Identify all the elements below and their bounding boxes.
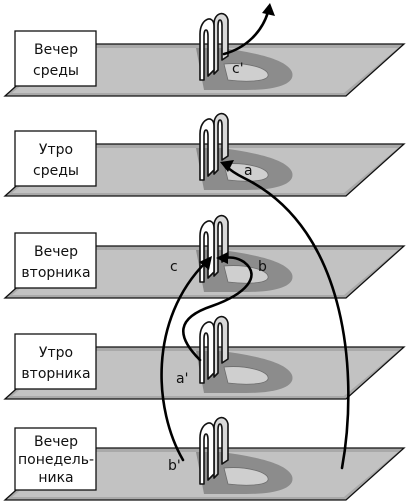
time-label-box <box>14 333 97 390</box>
loop-shadow-hole <box>223 163 269 182</box>
trajectory-a-prime-to-b <box>182 256 253 362</box>
arrowhead-b <box>216 252 228 264</box>
arrowhead-c <box>199 256 212 270</box>
time-label-line-2: вторника <box>21 366 90 382</box>
time-label-line-1: Вечер <box>34 434 78 450</box>
time-label-line-1: Вечер <box>34 42 78 58</box>
wormhole-loop <box>199 118 215 181</box>
time-label-line-3: ника <box>38 470 73 486</box>
wormhole-loop <box>199 422 215 485</box>
wormhole-loop <box>199 220 215 283</box>
level-wednesday-evening: Вечер среды c' <box>3 12 406 97</box>
time-label-line-1: Утро <box>39 142 73 158</box>
time-label-line-1: Вечер <box>34 244 78 260</box>
loop-shadow-hole <box>223 366 269 385</box>
loop-shadow-hole <box>223 265 269 284</box>
trajectory-b-prime-to-c <box>160 260 208 462</box>
level-monday-evening: Вечер понедель- ника b' <box>3 416 406 501</box>
arrowhead-exit <box>262 3 275 16</box>
point-label-b: b <box>258 259 267 275</box>
time-label-box <box>14 427 97 491</box>
time-label-box <box>14 232 97 289</box>
point-label-a: a <box>244 163 253 179</box>
time-label-line-2: среды <box>33 63 79 79</box>
loop-shadow-hole <box>223 63 269 82</box>
level-tuesday-evening: Вечер вторника c b <box>3 214 406 299</box>
level-wednesday-morning: Утро среды a <box>3 112 406 197</box>
trajectories <box>160 3 350 470</box>
loop-side <box>213 12 229 75</box>
point-label-c: c <box>170 259 178 275</box>
trajectory-long-arc <box>224 164 350 470</box>
time-label-line-2: вторника <box>21 265 90 281</box>
loop-side <box>213 112 229 175</box>
wormhole-loop <box>199 321 215 384</box>
level-tuesday-morning: Утро вторника a' <box>3 315 406 400</box>
loop-shadow-hole <box>223 467 269 486</box>
loop-side <box>213 315 229 378</box>
time-label-line-2: среды <box>33 163 79 179</box>
point-label-c-prime: c' <box>232 61 244 77</box>
loop-side <box>213 416 229 479</box>
wormhole-loop <box>199 18 215 81</box>
loop-side <box>213 214 229 277</box>
time-label-box <box>14 30 97 87</box>
point-label-b-prime: b' <box>168 458 181 474</box>
time-label-line-1: Утро <box>39 345 73 361</box>
time-label-line-2: понедель- <box>18 452 94 468</box>
arrowhead-a <box>220 160 234 172</box>
trajectory-exit <box>222 10 270 56</box>
time-label-box <box>14 130 97 187</box>
point-label-a-prime: a' <box>176 371 188 387</box>
